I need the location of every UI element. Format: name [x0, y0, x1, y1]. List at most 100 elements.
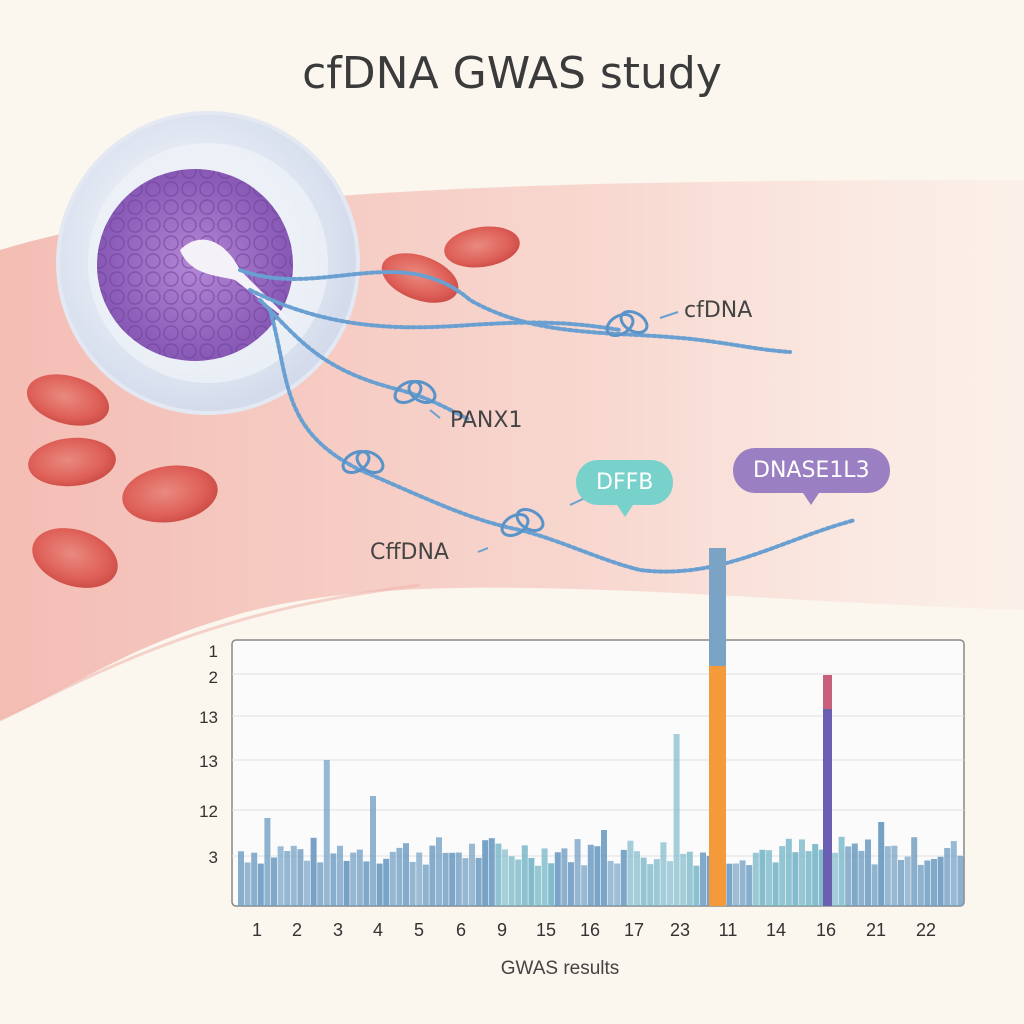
- gwas-bar: [436, 837, 442, 906]
- gwas-bar: [482, 840, 489, 906]
- x-tick-label: 11: [718, 920, 738, 940]
- gwas-bar: [561, 848, 568, 906]
- gwas-bar: [759, 849, 766, 906]
- gwas-highlight-bars: [709, 548, 832, 906]
- gwas-bar: [865, 839, 871, 906]
- gwas-bar: [832, 852, 838, 906]
- x-tick-label: 17: [623, 920, 645, 940]
- gene-bubble-dffb: DFFB: [576, 460, 674, 517]
- gwas-bar: [317, 862, 324, 906]
- gwas-bar: [574, 839, 581, 906]
- page-title: cfDNA GWAS study: [302, 48, 722, 99]
- gwas-bar: [238, 851, 244, 906]
- gwas-bar: [449, 852, 456, 906]
- gwas-bar: [911, 837, 918, 906]
- gwas-bar: [277, 846, 284, 906]
- gwas-bar: [290, 845, 297, 906]
- gwas-bar: [799, 839, 805, 906]
- gwas-bar: [495, 843, 502, 906]
- x-tick-label: 9: [496, 920, 507, 940]
- x-axis-label: GWAS results: [500, 958, 620, 979]
- gwas-bar: [403, 843, 409, 906]
- gwas-bar: [396, 847, 403, 906]
- x-tick-label: 15: [535, 920, 557, 940]
- x-tick-label: 16: [579, 920, 601, 940]
- gwas-bar: [752, 852, 759, 906]
- x-tick-label: 4: [372, 920, 383, 940]
- gwas-bar: [812, 844, 819, 906]
- apoptotic-cell: [56, 111, 360, 415]
- gwas-bar: [700, 852, 706, 906]
- gwas-bar: [792, 852, 799, 906]
- gwas-bar: [686, 851, 693, 906]
- gwas-bar: [323, 760, 330, 906]
- gwas-bar: [838, 836, 845, 906]
- gwas-bar: [422, 864, 429, 906]
- y-tick-label: 2: [208, 668, 218, 687]
- gwas-bar: [409, 861, 416, 906]
- highlight-bar-dnase1l3-top: [823, 675, 832, 709]
- gwas-bar: [337, 845, 343, 906]
- gwas-bar: [917, 864, 924, 906]
- gwas-bar: [634, 851, 640, 906]
- gwas-bar: [739, 860, 746, 906]
- gwas-bar: [785, 838, 792, 906]
- gene-bubble-dnase1l3: DNASE1L3: [733, 448, 890, 505]
- gwas-bar: [647, 864, 654, 906]
- y-tick-label: 13: [199, 752, 218, 771]
- gwas-bar: [383, 858, 390, 906]
- x-tick-label: 6: [455, 920, 466, 940]
- gwas-bar: [845, 846, 852, 906]
- gwas-bar: [389, 851, 396, 906]
- gwas-bar: [878, 822, 885, 906]
- gwas-bar: [257, 863, 264, 906]
- gwas-bar: [660, 842, 667, 906]
- x-tick-label: 2: [291, 920, 302, 940]
- x-tick-label: 22: [915, 920, 937, 940]
- gwas-bar: [310, 837, 317, 906]
- gwas-bar: [601, 830, 607, 906]
- gwas-bar: [620, 849, 627, 906]
- gwas-bar: [271, 857, 277, 906]
- gwas-bar: [304, 860, 310, 906]
- gwas-bar: [469, 843, 475, 906]
- gwas-bar: [779, 846, 786, 906]
- gwas-bar: [726, 863, 733, 906]
- gwas-bar: [284, 851, 291, 906]
- gwas-bar: [667, 861, 673, 906]
- gwas-bar: [363, 861, 370, 906]
- highlight-bar-dnase1l3: [823, 709, 832, 906]
- gwas-bar: [330, 853, 337, 906]
- gwas-bar: [931, 859, 937, 906]
- gwas-bar: [429, 845, 436, 906]
- gwas-bar: [957, 855, 964, 906]
- gwas-bar: [528, 858, 535, 906]
- gwas-bar: [515, 859, 522, 906]
- gwas-bar: [640, 857, 647, 906]
- gwas-bar: [244, 862, 251, 906]
- gwas-bar: [264, 818, 271, 906]
- x-tick-label: 14: [765, 920, 787, 940]
- gwas-bar: [455, 852, 462, 906]
- gwas-bar: [627, 840, 634, 906]
- label-cfdna-top: cfDNA: [684, 298, 753, 323]
- gwas-bar: [884, 846, 891, 906]
- gwas-bar: [475, 857, 482, 906]
- red-blood-cells: [26, 226, 520, 588]
- gwas-bar: [898, 860, 904, 906]
- gwas-bar: [343, 860, 350, 906]
- gwas-bar: [587, 844, 594, 906]
- gwas-bar: [891, 845, 898, 906]
- gwas-bar: [416, 852, 423, 906]
- gwas-bar: [488, 838, 495, 906]
- gwas-bar: [370, 796, 376, 906]
- x-tick-label: 21: [865, 920, 887, 940]
- x-tick-label: 3: [332, 920, 343, 940]
- gwas-bar: [818, 849, 825, 906]
- x-tick-label: 23: [669, 920, 691, 940]
- gwas-bar: [805, 851, 812, 906]
- y-tick-label: 12: [199, 802, 218, 821]
- gwas-bar: [350, 852, 357, 906]
- gwas-bar: [535, 865, 541, 906]
